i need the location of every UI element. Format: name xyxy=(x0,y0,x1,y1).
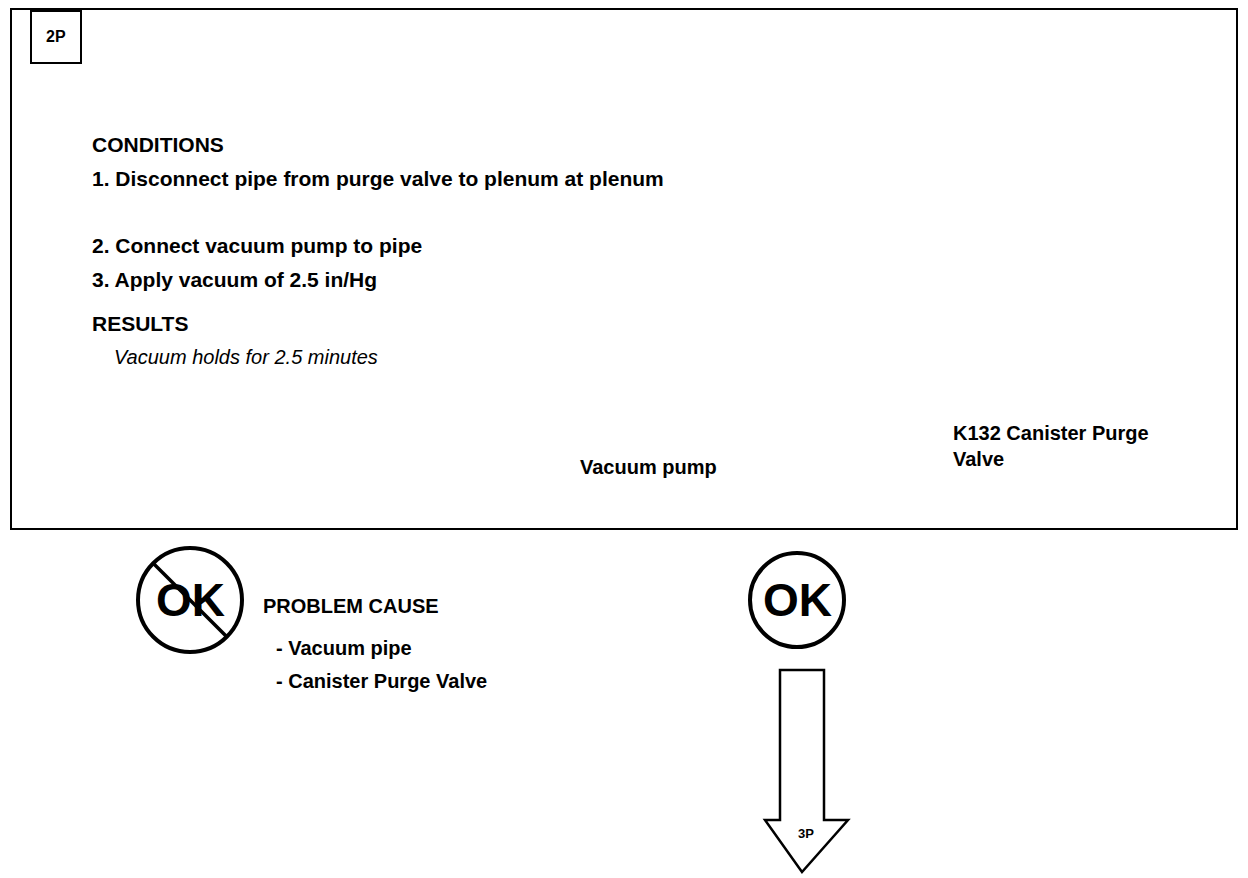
next-step-arrow: 3P xyxy=(766,818,846,848)
circle xyxy=(750,553,844,647)
cause-item: - Canister Purge Valve xyxy=(276,670,487,693)
slash xyxy=(153,563,227,637)
step-text: 3. Apply vacuum of 2.5 in/Hg xyxy=(92,268,377,292)
not-ok-symbol: OK xyxy=(135,545,245,655)
section-heading: PROBLEM CAUSE xyxy=(263,595,439,618)
symbol-text: 3P xyxy=(798,827,814,840)
step-text: 2. Connect vacuum pump to pipe xyxy=(92,234,422,258)
step-tab: 2P xyxy=(30,10,82,64)
ok-symbol: OK xyxy=(747,550,847,650)
step-text: 1. Disconnect pipe from purge valve to p… xyxy=(92,167,664,191)
symbol-text: 2P xyxy=(46,29,66,45)
test-panel: CONDITIONS 1. Disconnect pipe from purge … xyxy=(10,8,1238,530)
cause-item: - Vacuum pipe xyxy=(276,637,412,660)
symbol-text: OK xyxy=(763,577,832,623)
block-arrow xyxy=(765,670,848,872)
part-name: Vacuum pump xyxy=(580,456,717,479)
part-name: K132 Canister Purge Valve xyxy=(953,420,1158,472)
symbol-text: OK xyxy=(156,577,225,623)
section-heading: CONDITIONS xyxy=(92,133,224,157)
section-heading: RESULTS xyxy=(92,312,188,336)
result-text: Vacuum holds for 2.5 minutes xyxy=(114,346,378,369)
circle xyxy=(138,548,242,652)
